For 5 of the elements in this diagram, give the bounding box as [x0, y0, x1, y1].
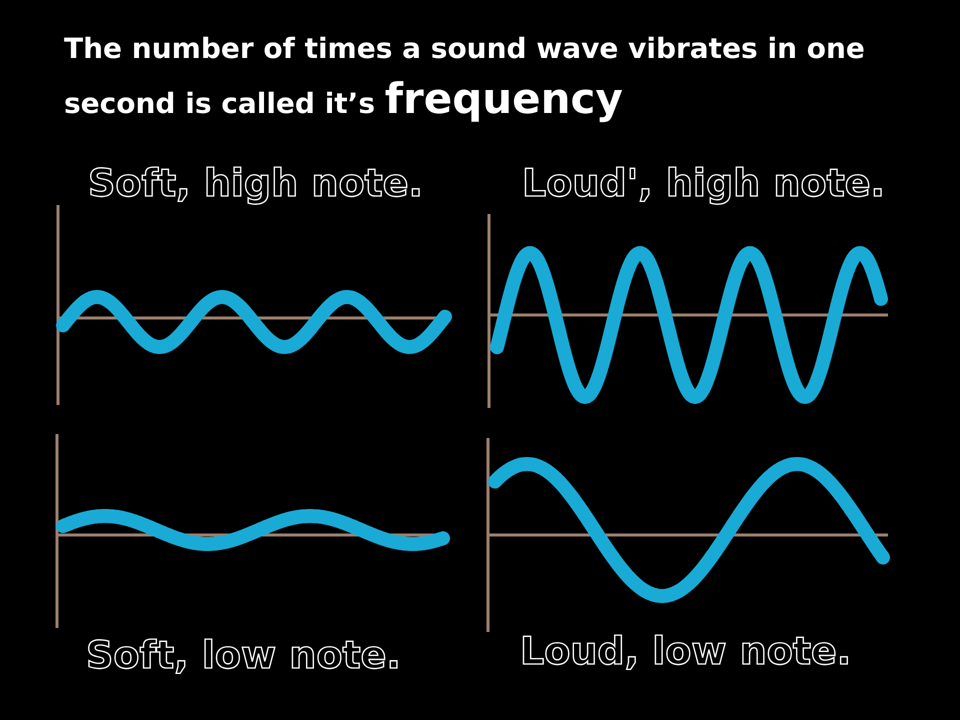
- graph-caption: Loud', high note.: [522, 160, 885, 206]
- graph-caption: Loud, low note.: [520, 628, 852, 674]
- graph-caption: Soft, high note.: [88, 160, 423, 206]
- title-text: The number of times a sound wave vibrates in one second is called it’s frequency: [64, 31, 866, 125]
- graph-caption: Soft, low note.: [86, 632, 401, 678]
